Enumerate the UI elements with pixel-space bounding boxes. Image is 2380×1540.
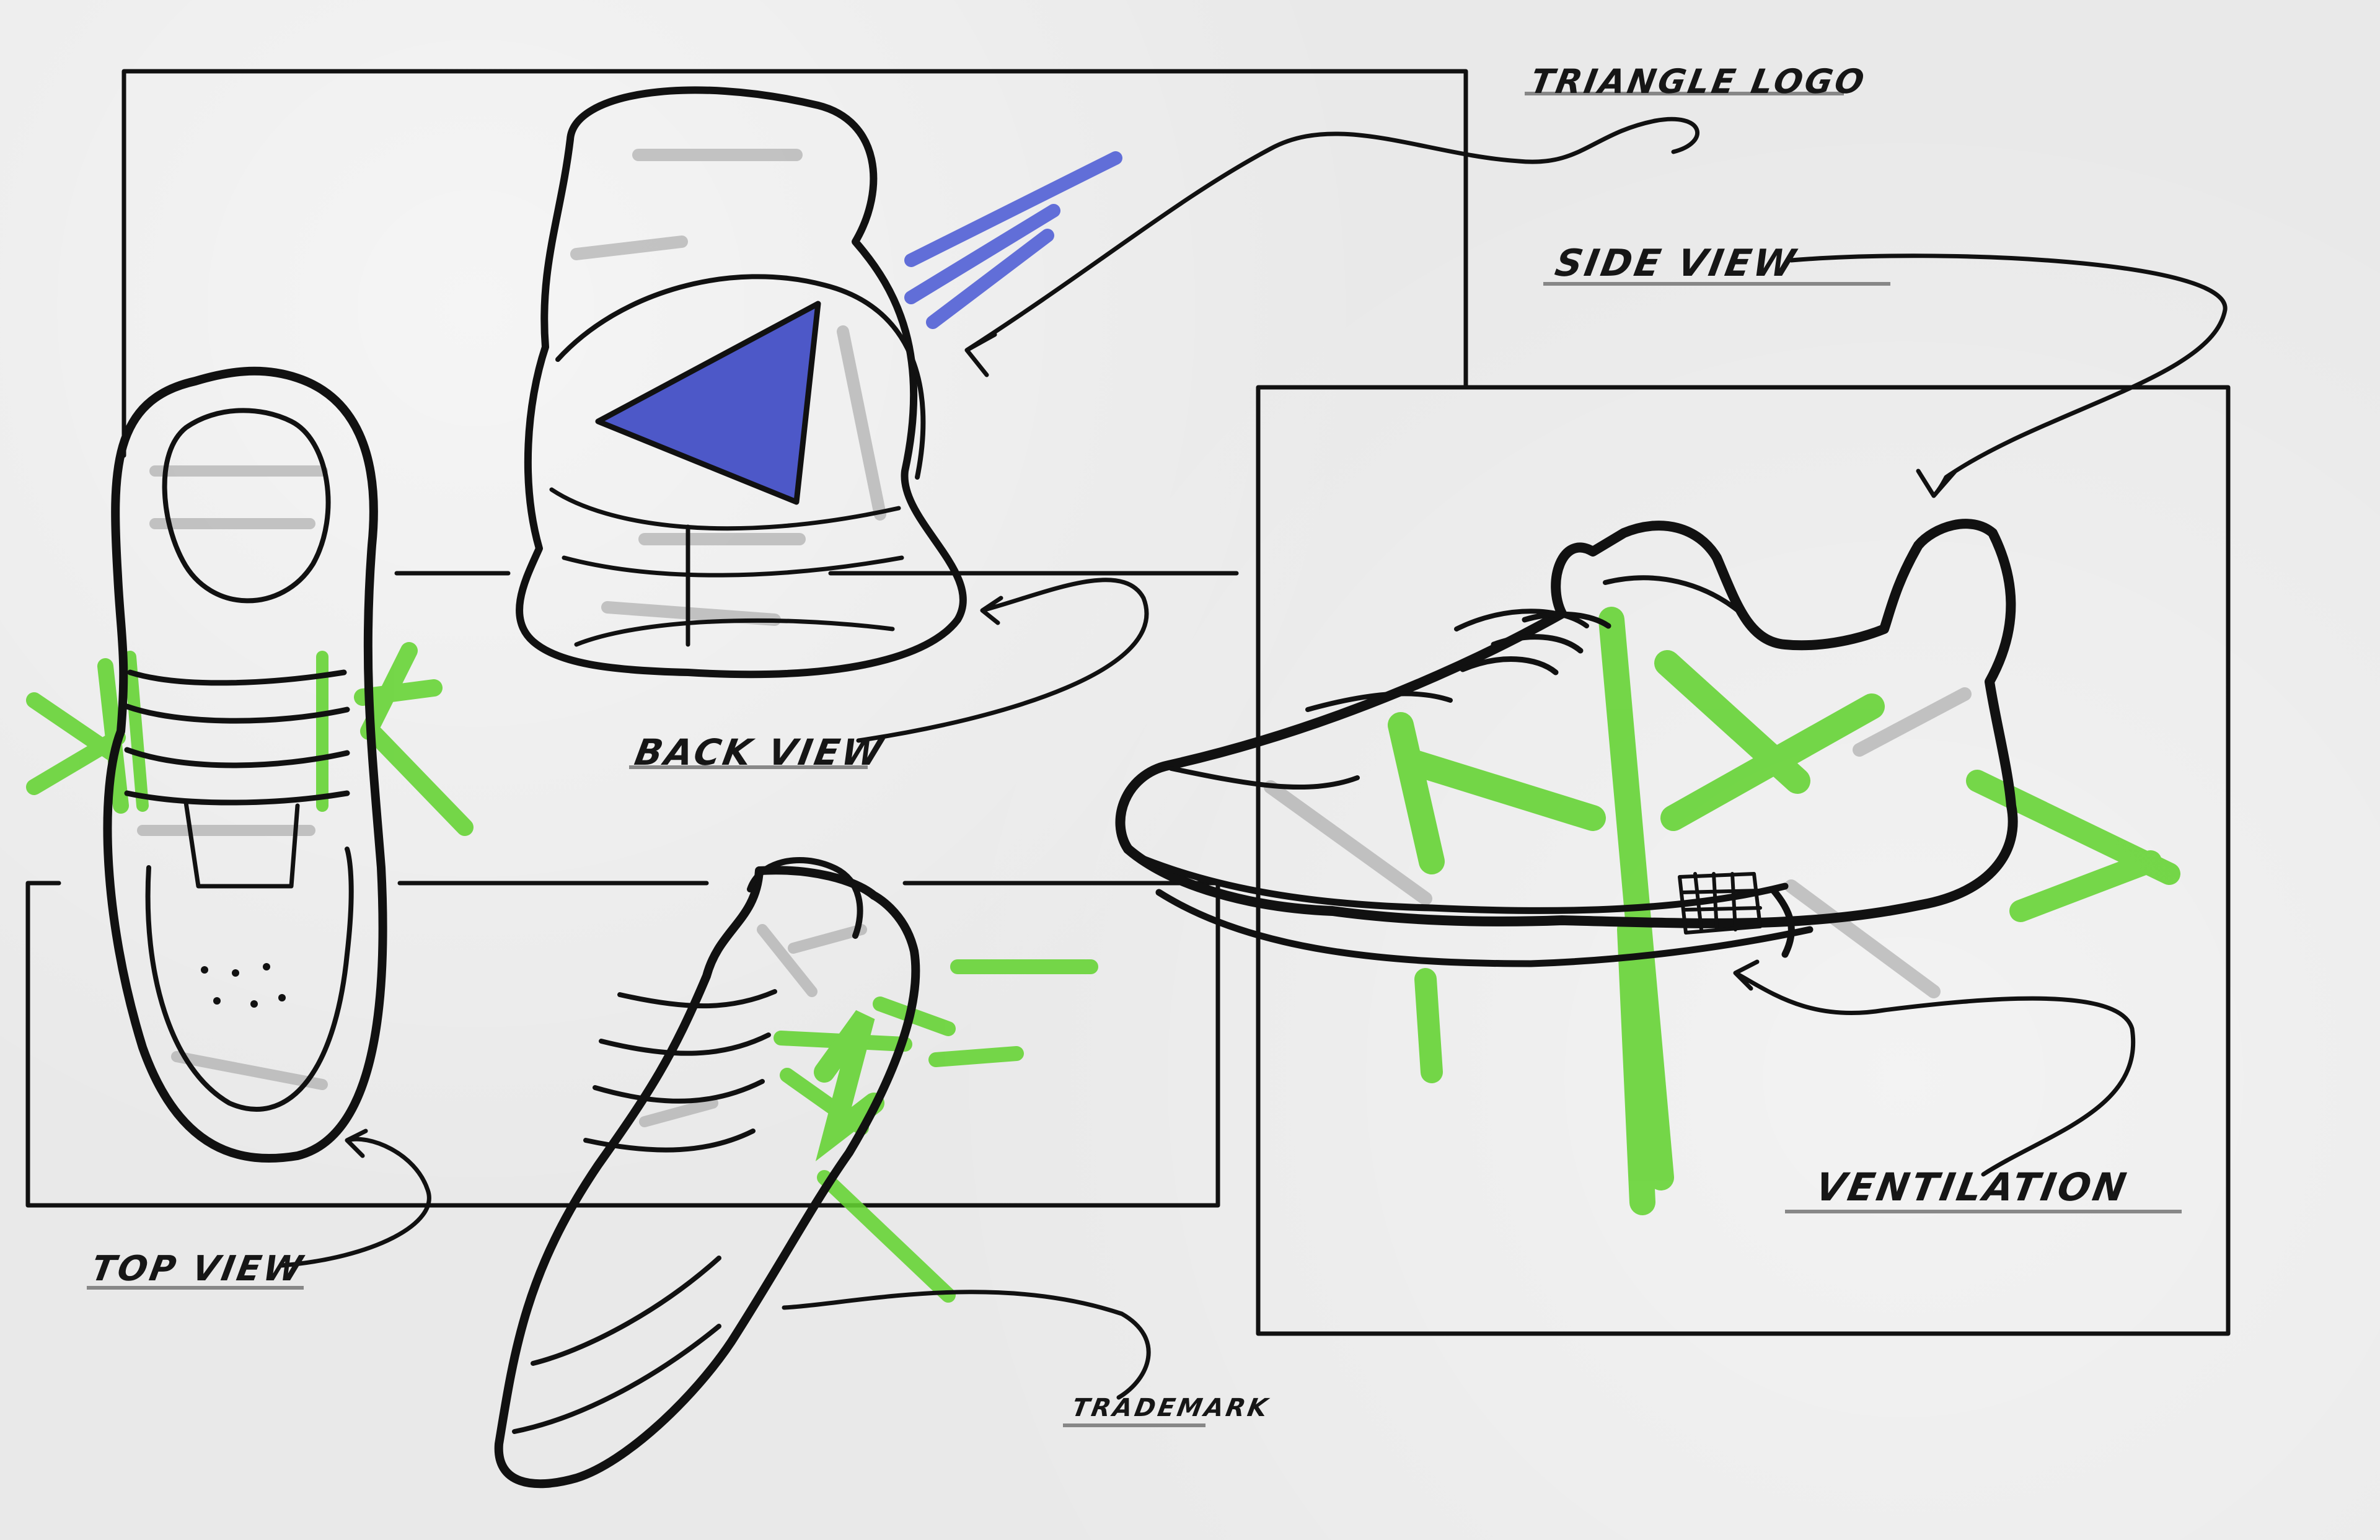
triangle-logo-label: TRIANGLE LOGO [1527, 62, 1870, 101]
top-view-shoe [103, 366, 387, 1163]
side-view-outline [1115, 519, 2018, 928]
side-view-heel-accent [1414, 770, 2180, 1083]
perspective-shoe [494, 857, 920, 1489]
perspective-collar [747, 857, 863, 939]
back-view-arrow [856, 578, 1149, 743]
side-view-upper-lines [1169, 575, 1744, 790]
ventilation-label: VENTILATION [1812, 1164, 2132, 1210]
top-view-outline [103, 366, 387, 1163]
top-view-inner-outline [145, 408, 354, 1112]
perspective-laces [583, 989, 777, 1153]
side-view-laces [1460, 611, 1611, 675]
top-view-tongue [183, 800, 300, 889]
shading-strokes [137, 149, 1972, 1127]
triangle-logo-underline [1525, 92, 1844, 95]
top-view-frame [25, 881, 1220, 1208]
top-view-underline [87, 1286, 304, 1290]
side-view-shading [1264, 687, 1972, 998]
top-view-lace-accent [124, 651, 328, 812]
ventilation-underline [1785, 1210, 2182, 1213]
back-view-outline [516, 86, 967, 679]
layout-frames [25, 69, 2231, 1336]
top-view-laces [124, 669, 350, 806]
top-view-right-ventilation-strokes [354, 642, 474, 836]
back-view-heel-curve [555, 274, 926, 480]
side-view-arrow [1789, 253, 2228, 498]
side-view-ventilation-n [1388, 607, 1885, 1215]
perspective-logo-shape [814, 1010, 884, 1161]
callout-arrows [280, 117, 2228, 1400]
perspective-sole [512, 1256, 721, 1434]
side-view-heel-grid [1678, 872, 1762, 935]
top-view-left-ventilation-strokes [26, 658, 129, 814]
top-view-shading [137, 465, 328, 1090]
side-view-underline [1543, 282, 1890, 286]
top-view-perforations [201, 963, 286, 1008]
back-view-sole-line [574, 618, 895, 647]
perspective-shading [639, 924, 867, 1127]
triangle-logo-fill [595, 301, 821, 505]
triangle-logo-arrow [964, 117, 1700, 377]
back-view-frame [121, 69, 1468, 576]
trademark-arrow [782, 1290, 1151, 1400]
side-view-shoe [1115, 519, 2018, 967]
blue-accent-strokes [595, 151, 1122, 505]
side-view-midsole [1130, 851, 1814, 967]
back-view-shoe [516, 86, 967, 679]
perspective-outline [494, 866, 920, 1489]
top-view-label: TOP VIEW [88, 1249, 308, 1289]
side-view-frame [1256, 385, 2231, 1336]
trademark-label: TRADEMARK [1069, 1394, 1272, 1422]
back-view-label: BACK VIEW [632, 731, 888, 773]
top-view-arrow [280, 1129, 431, 1268]
trademark-underline [1063, 1423, 1205, 1427]
ventilation-arrow [1733, 959, 2136, 1177]
back-view-shading [570, 149, 886, 626]
side-view-label: SIDE VIEW [1551, 242, 1801, 285]
back-view-underline [629, 765, 868, 769]
blue-motion-strokes [904, 151, 1122, 329]
green-accent-strokes [26, 607, 2180, 1303]
